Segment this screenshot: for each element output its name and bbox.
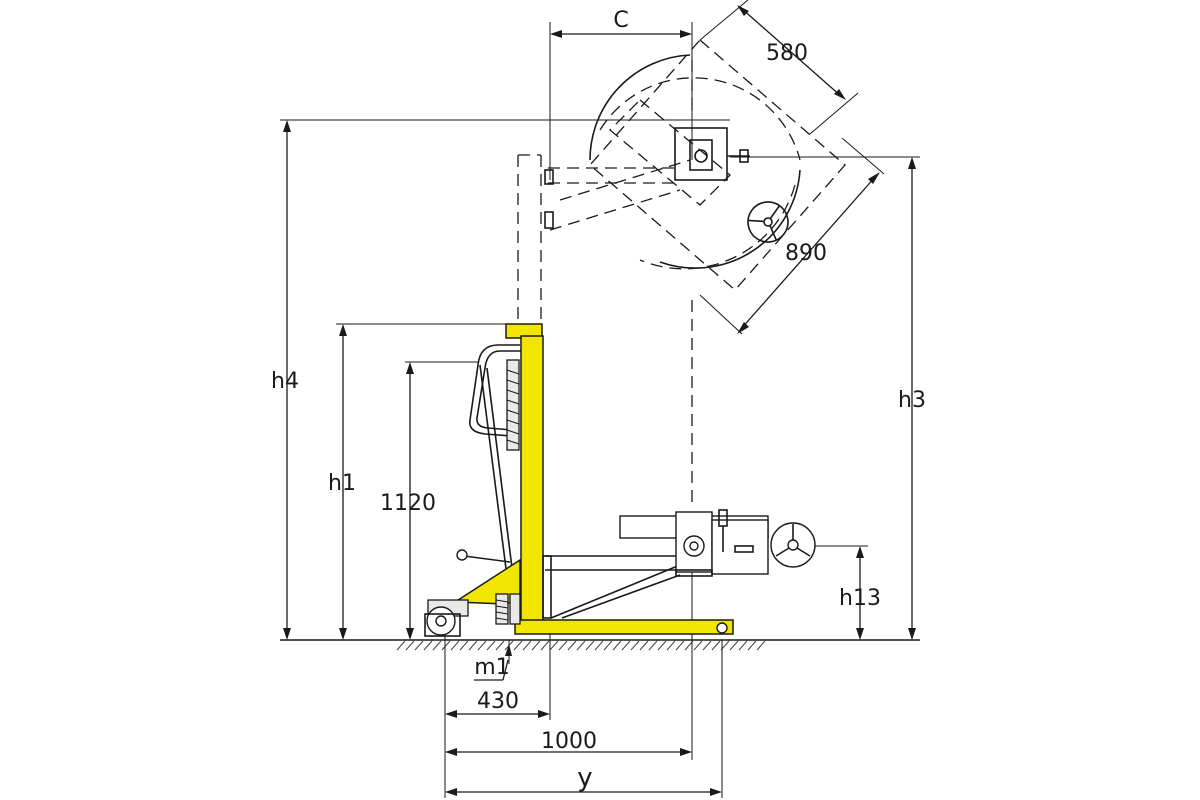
label-h4: h4 [271,369,299,394]
hatch-stroke [414,640,424,651]
hatch-stroke [648,640,658,651]
hatch-stroke [486,640,496,651]
hatch-stroke [711,640,721,651]
hatch-stroke [549,640,559,651]
hatch-stroke [621,640,631,651]
hatch-stroke [630,640,640,651]
hatch-stroke [747,640,757,651]
label-580: 580 [766,41,808,66]
hatch-stroke [756,640,766,651]
hatch-stroke [603,640,613,651]
hatch-stroke [567,640,577,651]
hatch-stroke [459,640,469,651]
label-890: 890 [785,241,827,266]
ground-hatching [396,640,766,651]
hatch-stroke [441,640,451,651]
ground-line [280,639,920,651]
lifter-body [424,300,816,637]
label-h1: h1 [328,471,356,496]
hatch-stroke [675,640,685,651]
hatch-stroke [738,640,748,651]
hatch-stroke [495,640,505,651]
hatch-stroke [729,640,739,651]
hatch-stroke [531,640,541,651]
label-h13: h13 [839,586,881,611]
label-1120: 1120 [380,491,436,516]
hatch-stroke [576,640,586,651]
extension-lines [280,22,920,798]
hatch-stroke [657,640,667,651]
dimension-labels: C 580 890 h4 h3 h1 1120 h13 m1 430 1000 … [271,8,926,793]
hatch-stroke [585,640,595,651]
hatch-stroke [450,640,460,651]
label-430: 430 [477,689,519,714]
label-h3: h3 [898,388,926,413]
hatch-stroke [396,640,406,651]
hatch-stroke [702,640,712,651]
hatch-stroke [639,640,649,651]
hatch-stroke [558,640,568,651]
hatch-stroke [540,640,550,651]
label-y: y [577,763,592,793]
hatch-stroke [432,640,442,651]
hatch-stroke [477,640,487,651]
dimension-lines [283,0,916,796]
hatch-stroke [405,640,415,651]
hatch-stroke [594,640,604,651]
label-m1: m1 [474,655,509,680]
label-c: C [613,8,628,33]
hatch-stroke [522,640,532,651]
hatch-stroke [666,640,676,651]
label-1000: 1000 [541,729,597,754]
hatch-stroke [513,640,523,651]
hatch-stroke [612,640,622,651]
raised-position-ghost [517,39,846,324]
hatch-stroke [423,640,433,651]
hatch-stroke [693,640,703,651]
spring-coil [506,369,520,445]
hatch-stroke [468,640,478,651]
